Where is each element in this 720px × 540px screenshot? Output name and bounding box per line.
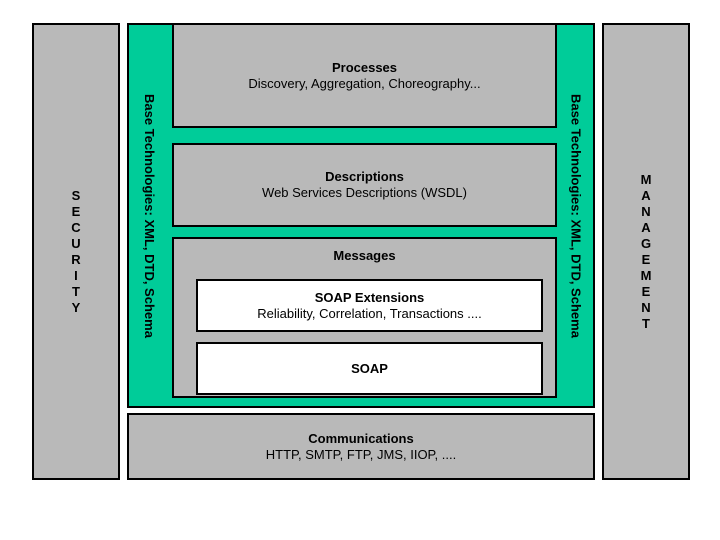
processes-box: Processes Discovery, Aggregation, Choreo… [172, 23, 557, 128]
processes-title: Processes [331, 59, 398, 75]
communications-subtitle: HTTP, SMTP, FTP, JMS, IIOP, .... [265, 446, 457, 462]
descriptions-title: Descriptions [325, 169, 404, 184]
processes-subtitle: Discovery, Aggregation, Choreography... [248, 75, 481, 91]
descriptions-subtitle: Web Services Descriptions (WSDL) [262, 185, 467, 200]
management-label: M A N A G E M E N T [640, 171, 652, 331]
soap-extensions-subtitle: Reliability, Correlation, Transactions .… [257, 305, 482, 321]
descriptions-box: Descriptions Web Services Descriptions (… [172, 143, 557, 227]
security-bar: S E C U R I T Y [32, 23, 120, 480]
base-tech-left-label: Base Technologies: XML, DTD, Schema [142, 93, 157, 338]
communications-box: Communications HTTP, SMTP, FTP, JMS, IIO… [127, 413, 595, 480]
messages-title: Messages [333, 248, 396, 263]
soap-title: SOAP [351, 360, 388, 376]
soap-box: SOAP [196, 342, 543, 395]
management-bar: M A N A G E M E N T [602, 23, 690, 480]
soap-extensions-title: SOAP Extensions [314, 289, 425, 305]
communications-title: Communications [308, 430, 414, 446]
soap-extensions-box: SOAP Extensions Reliability, Correlation… [196, 279, 543, 332]
base-tech-right-label: Base Technologies: XML, DTD, Schema [568, 93, 584, 338]
security-label: S E C U R I T Y [71, 187, 81, 315]
